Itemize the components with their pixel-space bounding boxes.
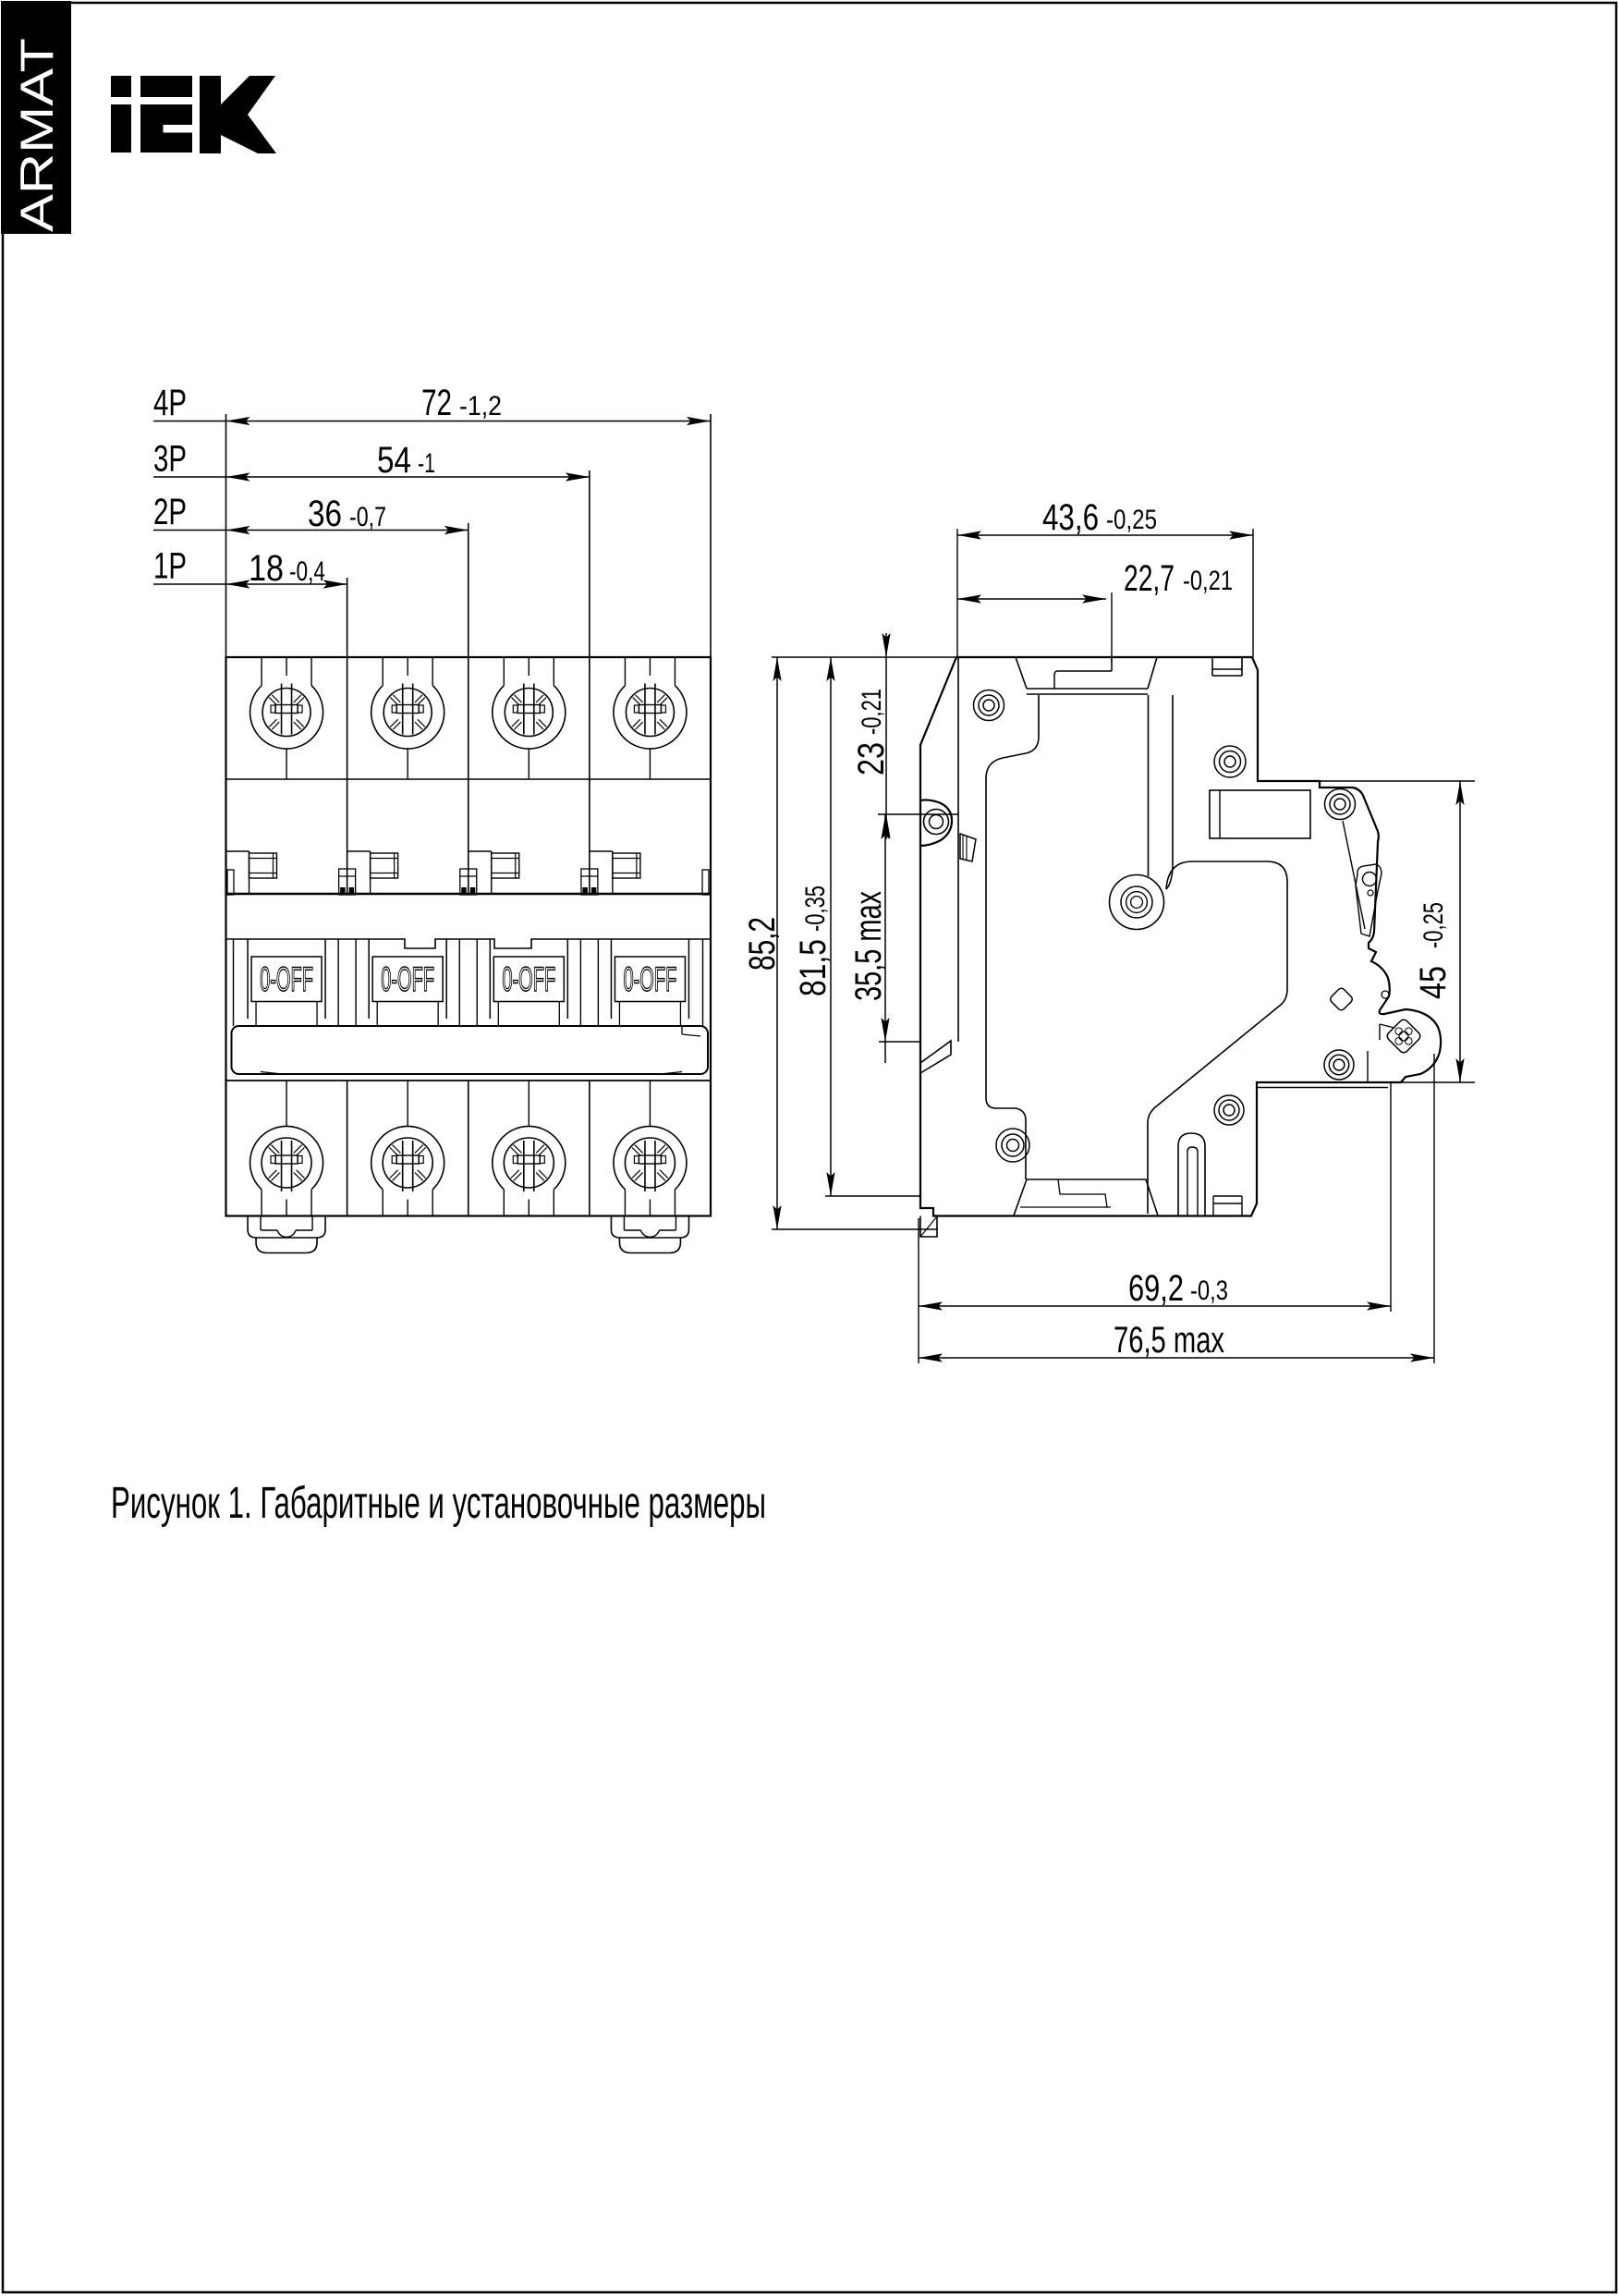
svg-text:43,6: 43,6 [1042, 497, 1099, 538]
svg-text:36: 36 [308, 494, 342, 534]
svg-text:3P: 3P [153, 439, 187, 480]
svg-text:81,5: 81,5 [793, 939, 834, 996]
svg-text:76,5 max: 76,5 max [1114, 1320, 1224, 1361]
svg-text:18: 18 [249, 548, 284, 589]
svg-text:-0,25: -0,25 [1418, 902, 1449, 948]
svg-text:69,2: 69,2 [1128, 1268, 1184, 1309]
svg-text:-0,35: -0,35 [800, 885, 831, 932]
svg-text:0-OFF: 0-OFF [623, 960, 676, 998]
svg-text:-0,21: -0,21 [1183, 566, 1233, 596]
svg-text:-0,4: -0,4 [289, 556, 325, 587]
svg-text:Рисунок 1. Габаритные и устано: Рисунок 1. Габаритные и установочные раз… [111, 1479, 766, 1528]
svg-text:23: 23 [851, 742, 892, 776]
svg-text:22,7: 22,7 [1124, 558, 1175, 599]
svg-text:0-OFF: 0-OFF [260, 960, 313, 998]
svg-text:54: 54 [377, 440, 411, 481]
svg-text:-0,7: -0,7 [349, 502, 386, 532]
svg-text:ARMAT: ARMAT [11, 38, 63, 232]
svg-text:85,2: 85,2 [742, 917, 783, 971]
svg-text:72: 72 [421, 383, 452, 423]
svg-text:35,5 max: 35,5 max [848, 891, 889, 1001]
svg-text:2P: 2P [153, 492, 187, 532]
svg-text:-0,25: -0,25 [1106, 505, 1157, 535]
svg-text:-0,3: -0,3 [1190, 1276, 1228, 1306]
svg-text:-1: -1 [418, 448, 435, 479]
svg-text:0-OFF: 0-OFF [502, 960, 555, 998]
svg-text:45: 45 [1413, 966, 1454, 999]
svg-text:-1,2: -1,2 [459, 391, 502, 421]
svg-text:-0,21: -0,21 [857, 689, 887, 735]
svg-text:1P: 1P [153, 546, 187, 587]
svg-text:0-OFF: 0-OFF [381, 960, 434, 998]
svg-text:4P: 4P [153, 383, 187, 423]
